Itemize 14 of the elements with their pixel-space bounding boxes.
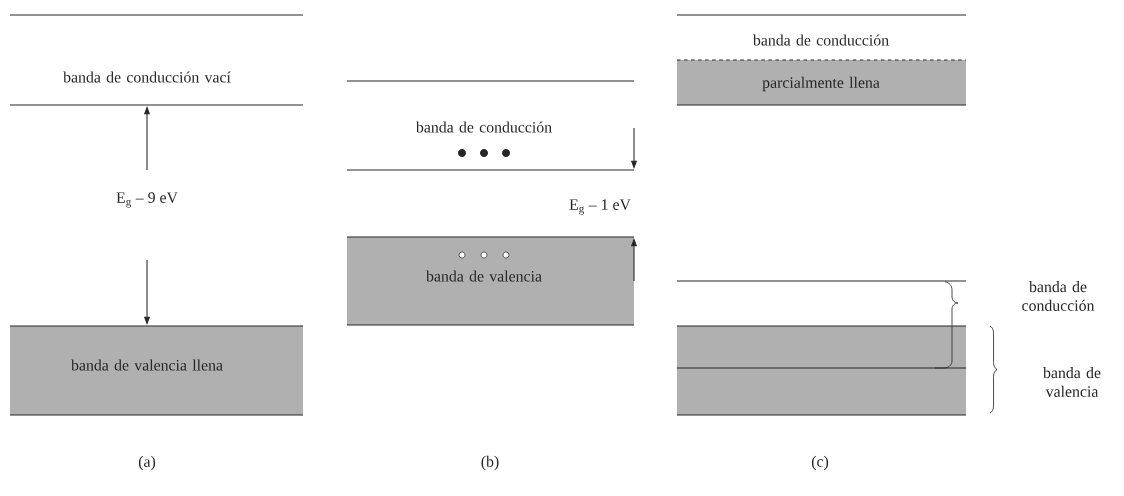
energy-band: banda de conducción vací: [9, 14, 304, 106]
node-label: banda de conducción: [752, 34, 889, 46]
gap-label: E$_{g}$ – 1 eV: [569, 199, 631, 215]
node-label: banda de conducción: [415, 121, 552, 133]
panel-label: (a): [138, 455, 156, 471]
energy-band: banda de valencia llena: [9, 325, 304, 416]
panel-label: (c): [811, 455, 829, 471]
energy-band: banda de valencia: [346, 236, 635, 326]
band-label: banda de conducción: [1022, 281, 1095, 311]
band-label: banda de valencia: [1043, 367, 1101, 397]
energy-band: banda de conducción parcialmente llena: [676, 14, 967, 106]
energy-band: banda de conducción: [346, 80, 635, 171]
panel-label: (b): [481, 455, 499, 471]
gap-label: E$_{g}$ – 9 eV: [116, 192, 178, 208]
